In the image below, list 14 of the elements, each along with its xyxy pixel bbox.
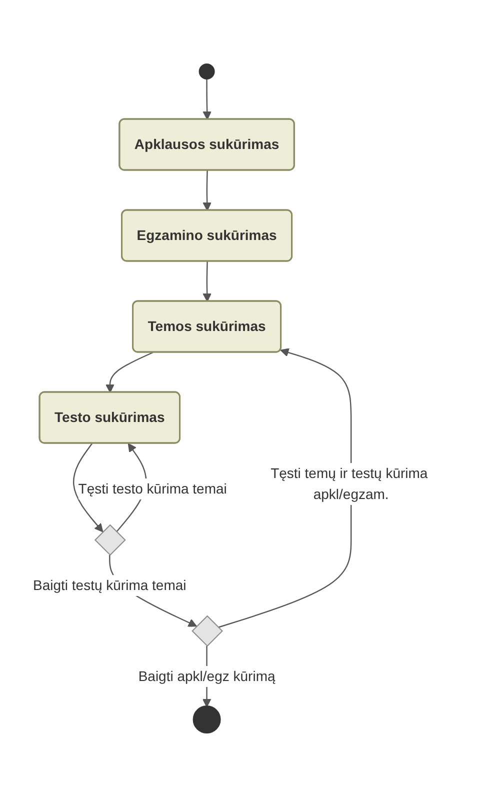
arrow <box>203 262 212 302</box>
edge-label: Tęsti temų ir testų kūrima apkl/egzam. <box>271 464 428 502</box>
arrow <box>203 170 212 211</box>
edge-label: Baigti apkl/egz kūrimą <box>138 668 276 684</box>
edge-label: Baigti testų kūrima temai <box>33 576 187 593</box>
node-circle <box>199 64 216 80</box>
node-diamond <box>94 524 126 556</box>
arrow <box>106 352 154 393</box>
arrow <box>73 443 104 532</box>
node-diamond <box>192 615 224 647</box>
edge-label: Tęsti testo kūrima temai <box>78 480 228 496</box>
arrow <box>218 348 352 628</box>
node-circle <box>193 705 222 734</box>
arrow <box>203 79 212 120</box>
